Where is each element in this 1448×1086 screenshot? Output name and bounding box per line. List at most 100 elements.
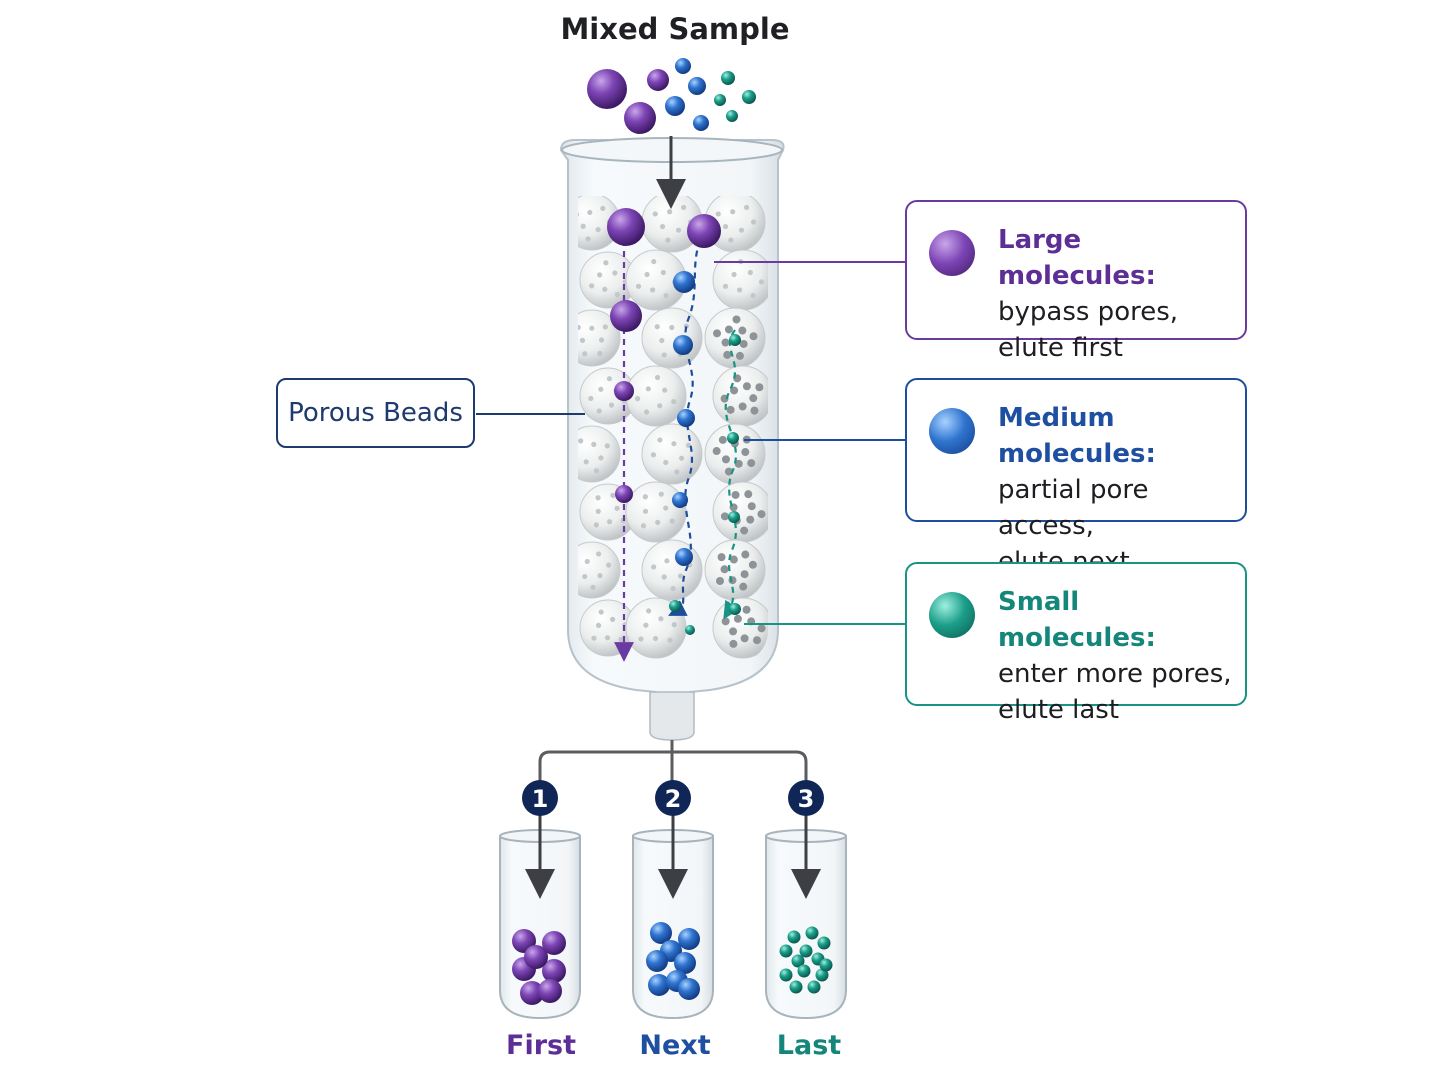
sample-medium-molecule xyxy=(675,58,691,74)
large-molecule-icon xyxy=(929,230,975,276)
leader-lines xyxy=(476,261,905,625)
porous-bead xyxy=(625,365,687,427)
porous-bead xyxy=(578,541,621,599)
large-molecules-line2: elute first xyxy=(998,333,1123,363)
porous-bead xyxy=(641,539,703,601)
small-molecules-heading: Small molecules: xyxy=(998,587,1156,653)
mixed-sample-title: Mixed Sample xyxy=(560,12,790,46)
fraction-next-label: Next xyxy=(639,1030,711,1061)
fraction-number: 3 xyxy=(798,785,815,813)
collected-molecule xyxy=(648,974,670,996)
collected-molecule xyxy=(789,980,803,994)
sample-small-molecule xyxy=(721,71,735,85)
medium-molecule-icon xyxy=(929,408,975,454)
sample-small-molecule xyxy=(714,94,726,106)
collected-molecule xyxy=(817,936,831,950)
collected-molecule xyxy=(797,964,811,978)
collection-tube xyxy=(765,829,847,1020)
sample-small-molecule xyxy=(742,90,756,104)
column-large-molecule xyxy=(610,300,642,332)
collected-molecule xyxy=(807,980,821,994)
fraction-number: 2 xyxy=(665,785,682,813)
porous-bead xyxy=(641,423,703,485)
fraction-number: 1 xyxy=(532,785,549,813)
column-medium-molecule xyxy=(673,335,693,355)
column-small-molecule xyxy=(727,432,739,444)
collection-tube xyxy=(499,829,581,1020)
sample-large-molecule xyxy=(647,69,669,91)
collected-molecule xyxy=(799,944,813,958)
porous-bead xyxy=(625,481,687,543)
column-small-molecule xyxy=(729,603,741,615)
small-molecules-callout: Small molecules: enter more pores, elute… xyxy=(905,562,1247,725)
porous-bead xyxy=(704,539,766,601)
column-small-molecule xyxy=(669,600,681,612)
column-molecules xyxy=(607,208,741,635)
column-small-molecule xyxy=(685,625,695,635)
column-large-molecule xyxy=(614,381,634,401)
small-molecule-icon xyxy=(929,592,975,638)
collected-molecule xyxy=(815,968,829,982)
column-medium-molecule xyxy=(677,409,695,427)
medium-molecule-path xyxy=(668,239,702,616)
porous-bead xyxy=(579,599,637,657)
collected-molecule xyxy=(646,950,668,972)
porous-bead xyxy=(578,425,621,483)
sample-medium-molecule xyxy=(693,115,709,131)
porous-bead xyxy=(712,249,768,311)
collected-molecule xyxy=(538,979,562,1003)
collected-molecule xyxy=(678,928,700,950)
collected-molecule xyxy=(805,926,819,940)
porous-bead xyxy=(712,365,768,427)
porous-bead xyxy=(641,307,703,369)
column-medium-molecule xyxy=(673,271,695,293)
column-small-molecule xyxy=(728,511,740,523)
fraction-first-label: First xyxy=(506,1030,576,1061)
porous-bead xyxy=(579,251,637,309)
large-molecules-heading: Large molecules: xyxy=(998,225,1156,291)
column-large-molecule xyxy=(607,208,645,246)
collected-molecule xyxy=(791,954,805,968)
collected-molecule xyxy=(674,952,696,974)
collected-molecule xyxy=(650,922,672,944)
medium-molecules-callout: Medium molecules: partial pore access, e… xyxy=(905,378,1247,577)
column-small-molecule xyxy=(729,334,741,346)
small-molecule-path xyxy=(723,329,741,620)
collected-molecule xyxy=(520,981,544,1005)
sample-medium-molecule xyxy=(688,77,706,95)
collection-tube xyxy=(632,829,714,1020)
large-molecules-callout: Large molecules: bypass pores, elute fir… xyxy=(905,200,1247,363)
medium-molecules-heading: Medium molecules: xyxy=(998,403,1156,469)
large-molecules-line1: bypass pores, xyxy=(998,297,1179,327)
small-molecules-line2: elute last xyxy=(998,695,1120,725)
column-medium-molecule xyxy=(675,548,693,566)
sample-large-molecule xyxy=(624,102,656,134)
fraction-number-badge: 3 xyxy=(788,780,824,816)
fraction-number-badge: 1 xyxy=(522,780,558,816)
sample-medium-molecule xyxy=(665,96,685,116)
collected-molecule xyxy=(678,978,700,1000)
collected-molecule xyxy=(542,931,566,955)
sample-large-molecule xyxy=(587,69,627,109)
collected-molecule xyxy=(819,958,833,972)
porous-beads-label: Porous Beads xyxy=(276,378,475,448)
fraction-last-label: Last xyxy=(776,1030,842,1061)
small-molecules-line1: enter more pores, xyxy=(998,659,1232,689)
column-large-molecule xyxy=(615,485,633,503)
sample-small-molecule xyxy=(726,110,738,122)
column-large-molecule xyxy=(687,214,721,248)
porous-bead xyxy=(578,309,621,367)
collected-molecule xyxy=(787,930,801,944)
collection-tubes: 1 2 3 xyxy=(499,780,847,1020)
collected-molecule xyxy=(542,959,566,983)
column-medium-molecule xyxy=(672,492,688,508)
porous-bead xyxy=(578,196,621,251)
fraction-number-badge: 2 xyxy=(655,780,691,816)
mixed-sample-molecules xyxy=(587,58,756,134)
collected-molecule xyxy=(779,944,793,958)
medium-molecules-line1: partial pore access, xyxy=(998,475,1149,541)
collected-molecule xyxy=(779,968,793,982)
porous-bead xyxy=(712,481,768,543)
collected-molecule xyxy=(524,945,548,969)
